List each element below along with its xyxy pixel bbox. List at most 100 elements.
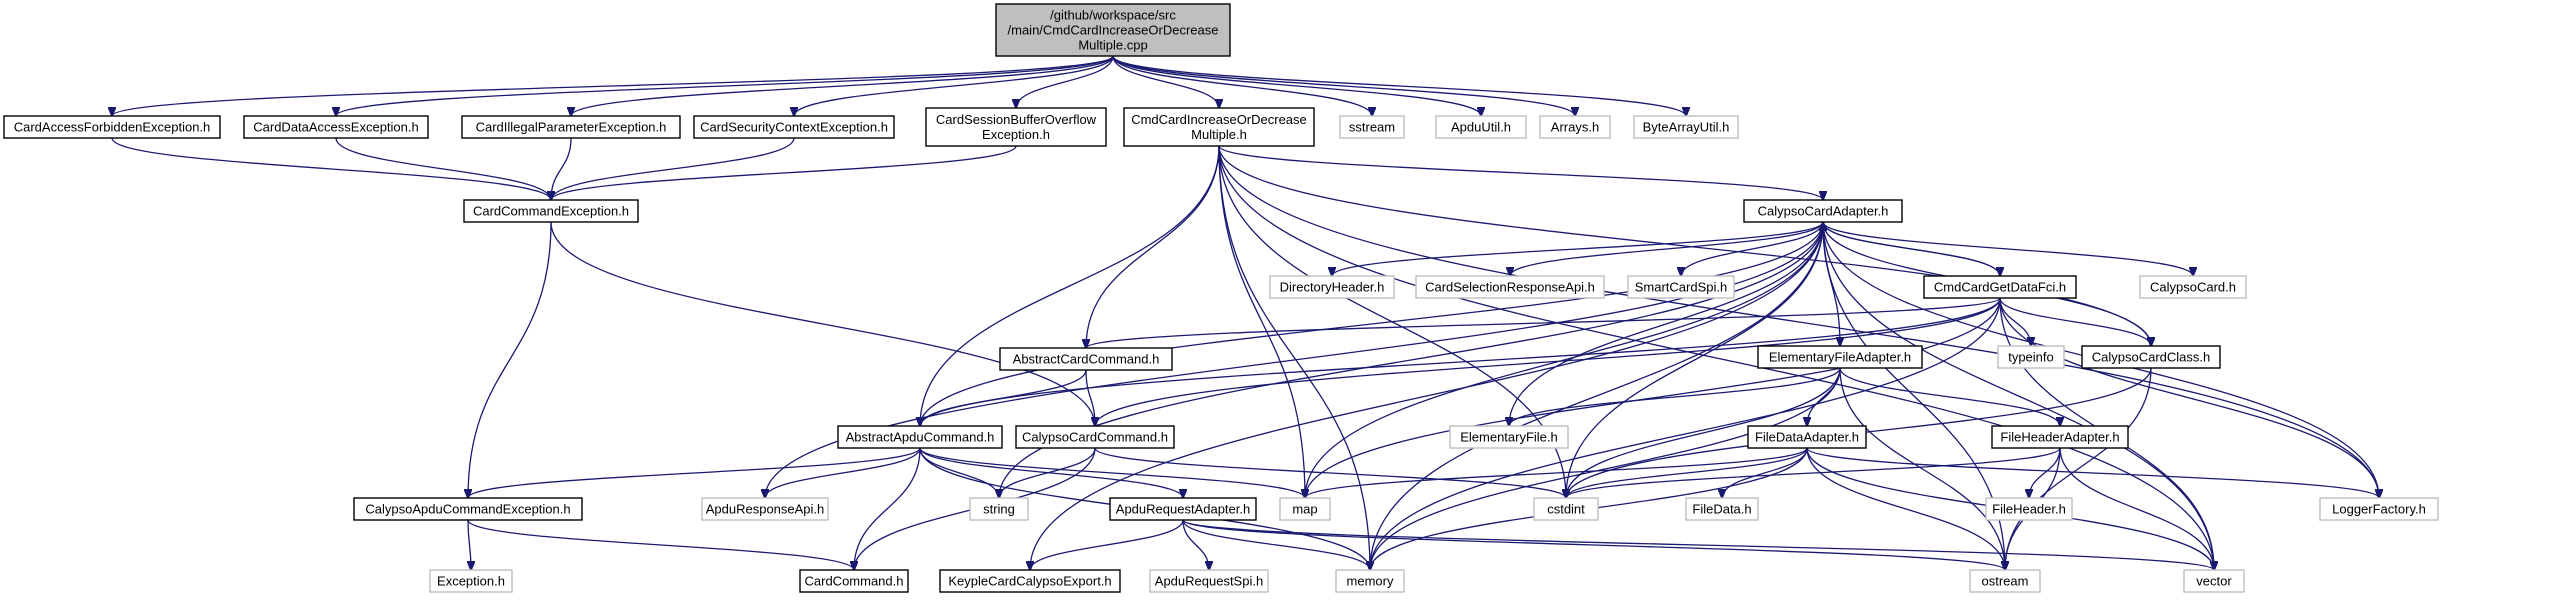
file-node-string[interactable]: string (969, 497, 1029, 521)
file-node-box (1533, 497, 1599, 521)
edge-cmdgd-to-ccc (1999, 297, 2151, 346)
file-node-box (1415, 275, 1605, 299)
file-node-memory[interactable]: memory (1335, 569, 1405, 593)
edge-cmdgd-to-map (1305, 297, 2001, 498)
file-node-apduutil[interactable]: ApduUtil.h (1435, 115, 1527, 139)
file-node-label: CardSelectionResponseApi.h (1425, 280, 1595, 295)
file-node-label: CardAccessForbiddenException.h (14, 120, 211, 135)
file-node-label: FileHeader.h (1992, 502, 2066, 517)
edge-acc-to-calcmd (1085, 369, 1095, 426)
file-node-box (1685, 497, 1759, 521)
file-node-typeinfo[interactable]: typeinfo (1997, 345, 2065, 369)
edge-cca-to-scs (1681, 221, 1824, 276)
file-node-label: typeinfo (2008, 350, 2054, 365)
file-node-ostream[interactable]: ostream (1969, 569, 2041, 593)
edge-apra-to-memory (1182, 519, 1370, 570)
file-node-fha[interactable]: FileHeaderAdapter.h (1991, 425, 2129, 449)
edge-cafe-to-cce (111, 137, 551, 200)
file-node-cipe[interactable]: CardIllegalParameterException.h (461, 115, 681, 139)
file-node-efa[interactable]: ElementaryFileAdapter.h (1757, 345, 1923, 369)
edge-cmdh-to-logger (1218, 145, 2379, 498)
file-node-label: ApduUtil.h (1451, 120, 1511, 135)
file-node-box (2081, 345, 2221, 369)
file-node-label: sstream (1349, 120, 1395, 135)
file-node-cace[interactable]: CalypsoApduCommandException.h (353, 497, 583, 521)
edge-main-to-cafe (112, 55, 1114, 116)
file-node-ara[interactable]: ApduResponseApi.h (701, 497, 829, 521)
file-node-label: CmdCardIncreaseOrDecrease (1131, 112, 1307, 127)
file-node-cafe[interactable]: CardAccessForbiddenException.h (3, 115, 221, 139)
file-node-cce[interactable]: CardCommandException.h (463, 199, 639, 223)
file-node-fileheader[interactable]: FileHeader.h (1985, 497, 2073, 521)
file-node-label: CardCommandException.h (473, 204, 629, 219)
file-node-exception[interactable]: Exception.h (429, 569, 513, 593)
file-node-bau[interactable]: ByteArrayUtil.h (1633, 115, 1739, 139)
edge-main-to-bau (1112, 55, 1686, 116)
file-node-box (429, 569, 513, 593)
dependency-edges (111, 55, 2379, 570)
file-node-map[interactable]: map (1279, 497, 1331, 521)
edge-cce-to-calcmd (550, 221, 1095, 426)
file-node-label: FileHeaderAdapter.h (2000, 430, 2119, 445)
file-node-label: CalypsoCardClass.h (2092, 350, 2211, 365)
file-node-box (925, 107, 1107, 147)
file-node-sstream[interactable]: sstream (1339, 115, 1405, 139)
file-node-box (1335, 569, 1405, 593)
file-node-box (1449, 425, 1569, 449)
file-node-label: KeypleCardCalypsoExport.h (948, 574, 1111, 589)
file-node-cca[interactable]: CalypsoCardAdapter.h (1743, 199, 1903, 223)
edge-cmdh-to-aac (920, 145, 1220, 426)
file-node-fda[interactable]: FileDataAdapter.h (1747, 425, 1867, 449)
file-node-cardcmd[interactable]: CardCommand.h (799, 569, 909, 593)
file-node-kcce[interactable]: KeypleCardCalypsoExport.h (939, 569, 1121, 593)
file-node-box (995, 3, 1231, 57)
file-node-main[interactable]: /github/workspace/src/main/CmdCardIncrea… (995, 3, 1231, 57)
file-node-vector[interactable]: vector (2183, 569, 2245, 593)
file-node-box (1123, 107, 1315, 147)
file-node-box (837, 425, 1003, 449)
edge-fda-to-filedata (1722, 447, 1808, 498)
edge-main-to-sstream (1112, 55, 1372, 116)
file-node-calcmd[interactable]: CalypsoCardCommand.h (1015, 425, 1175, 449)
file-node-label: CalypsoApduCommandException.h (365, 502, 570, 517)
file-node-aac[interactable]: AbstractApduCommand.h (837, 425, 1003, 449)
file-node-cmdgd[interactable]: CmdCardGetDataFci.h (1923, 275, 2077, 299)
file-node-label: CalypsoCard.h (2150, 280, 2236, 295)
file-node-calcard[interactable]: CalypsoCard.h (2139, 275, 2247, 299)
edge-cmdh-to-map (1218, 145, 1305, 498)
file-node-cstdint[interactable]: cstdint (1533, 497, 1599, 521)
file-node-cdae[interactable]: CardDataAccessException.h (243, 115, 429, 139)
file-node-label: DirectoryHeader.h (1280, 280, 1385, 295)
file-node-label: ElementaryFileAdapter.h (1769, 350, 1911, 365)
edge-cca-to-aac (920, 221, 1824, 426)
edge-csbo-to-cce (551, 145, 1017, 200)
file-node-dirh[interactable]: DirectoryHeader.h (1269, 275, 1395, 299)
edge-aac-to-map (919, 447, 1305, 498)
file-node-csce[interactable]: CardSecurityContextException.h (693, 115, 895, 139)
file-node-label: Exception.h (982, 127, 1050, 142)
edge-csce-to-cce (551, 137, 795, 200)
file-node-label: /main/CmdCardIncreaseOrDecrease (1008, 23, 1219, 38)
file-node-ccc[interactable]: CalypsoCardClass.h (2081, 345, 2221, 369)
file-node-acc[interactable]: AbstractCardCommand.h (999, 347, 1173, 371)
file-node-arrays[interactable]: Arrays.h (1539, 115, 1611, 139)
file-node-aprs[interactable]: ApduRequestSpi.h (1149, 569, 1269, 593)
file-node-label: AbstractApduCommand.h (846, 430, 995, 445)
edge-main-to-cipe (571, 55, 1114, 116)
edge-cmdh-to-acc (1086, 145, 1220, 348)
edge-apra-to-vector (1182, 519, 2214, 570)
edge-apra-to-ostream (1182, 519, 2005, 570)
file-node-scs[interactable]: SmartCardSpi.h (1627, 275, 1735, 299)
file-node-logger[interactable]: LoggerFactory.h (2319, 497, 2439, 521)
file-node-label: CardCommand.h (805, 574, 904, 589)
file-node-label: CardSecurityContextException.h (700, 120, 888, 135)
file-node-box (1339, 115, 1405, 139)
file-node-apra[interactable]: ApduRequestAdapter.h (1109, 497, 1257, 521)
file-node-filedata[interactable]: FileData.h (1685, 497, 1759, 521)
file-node-csra[interactable]: CardSelectionResponseApi.h (1415, 275, 1605, 299)
file-node-box (353, 497, 583, 521)
edge-fda-to-map (1305, 447, 1808, 498)
file-node-ef[interactable]: ElementaryFile.h (1449, 425, 1569, 449)
